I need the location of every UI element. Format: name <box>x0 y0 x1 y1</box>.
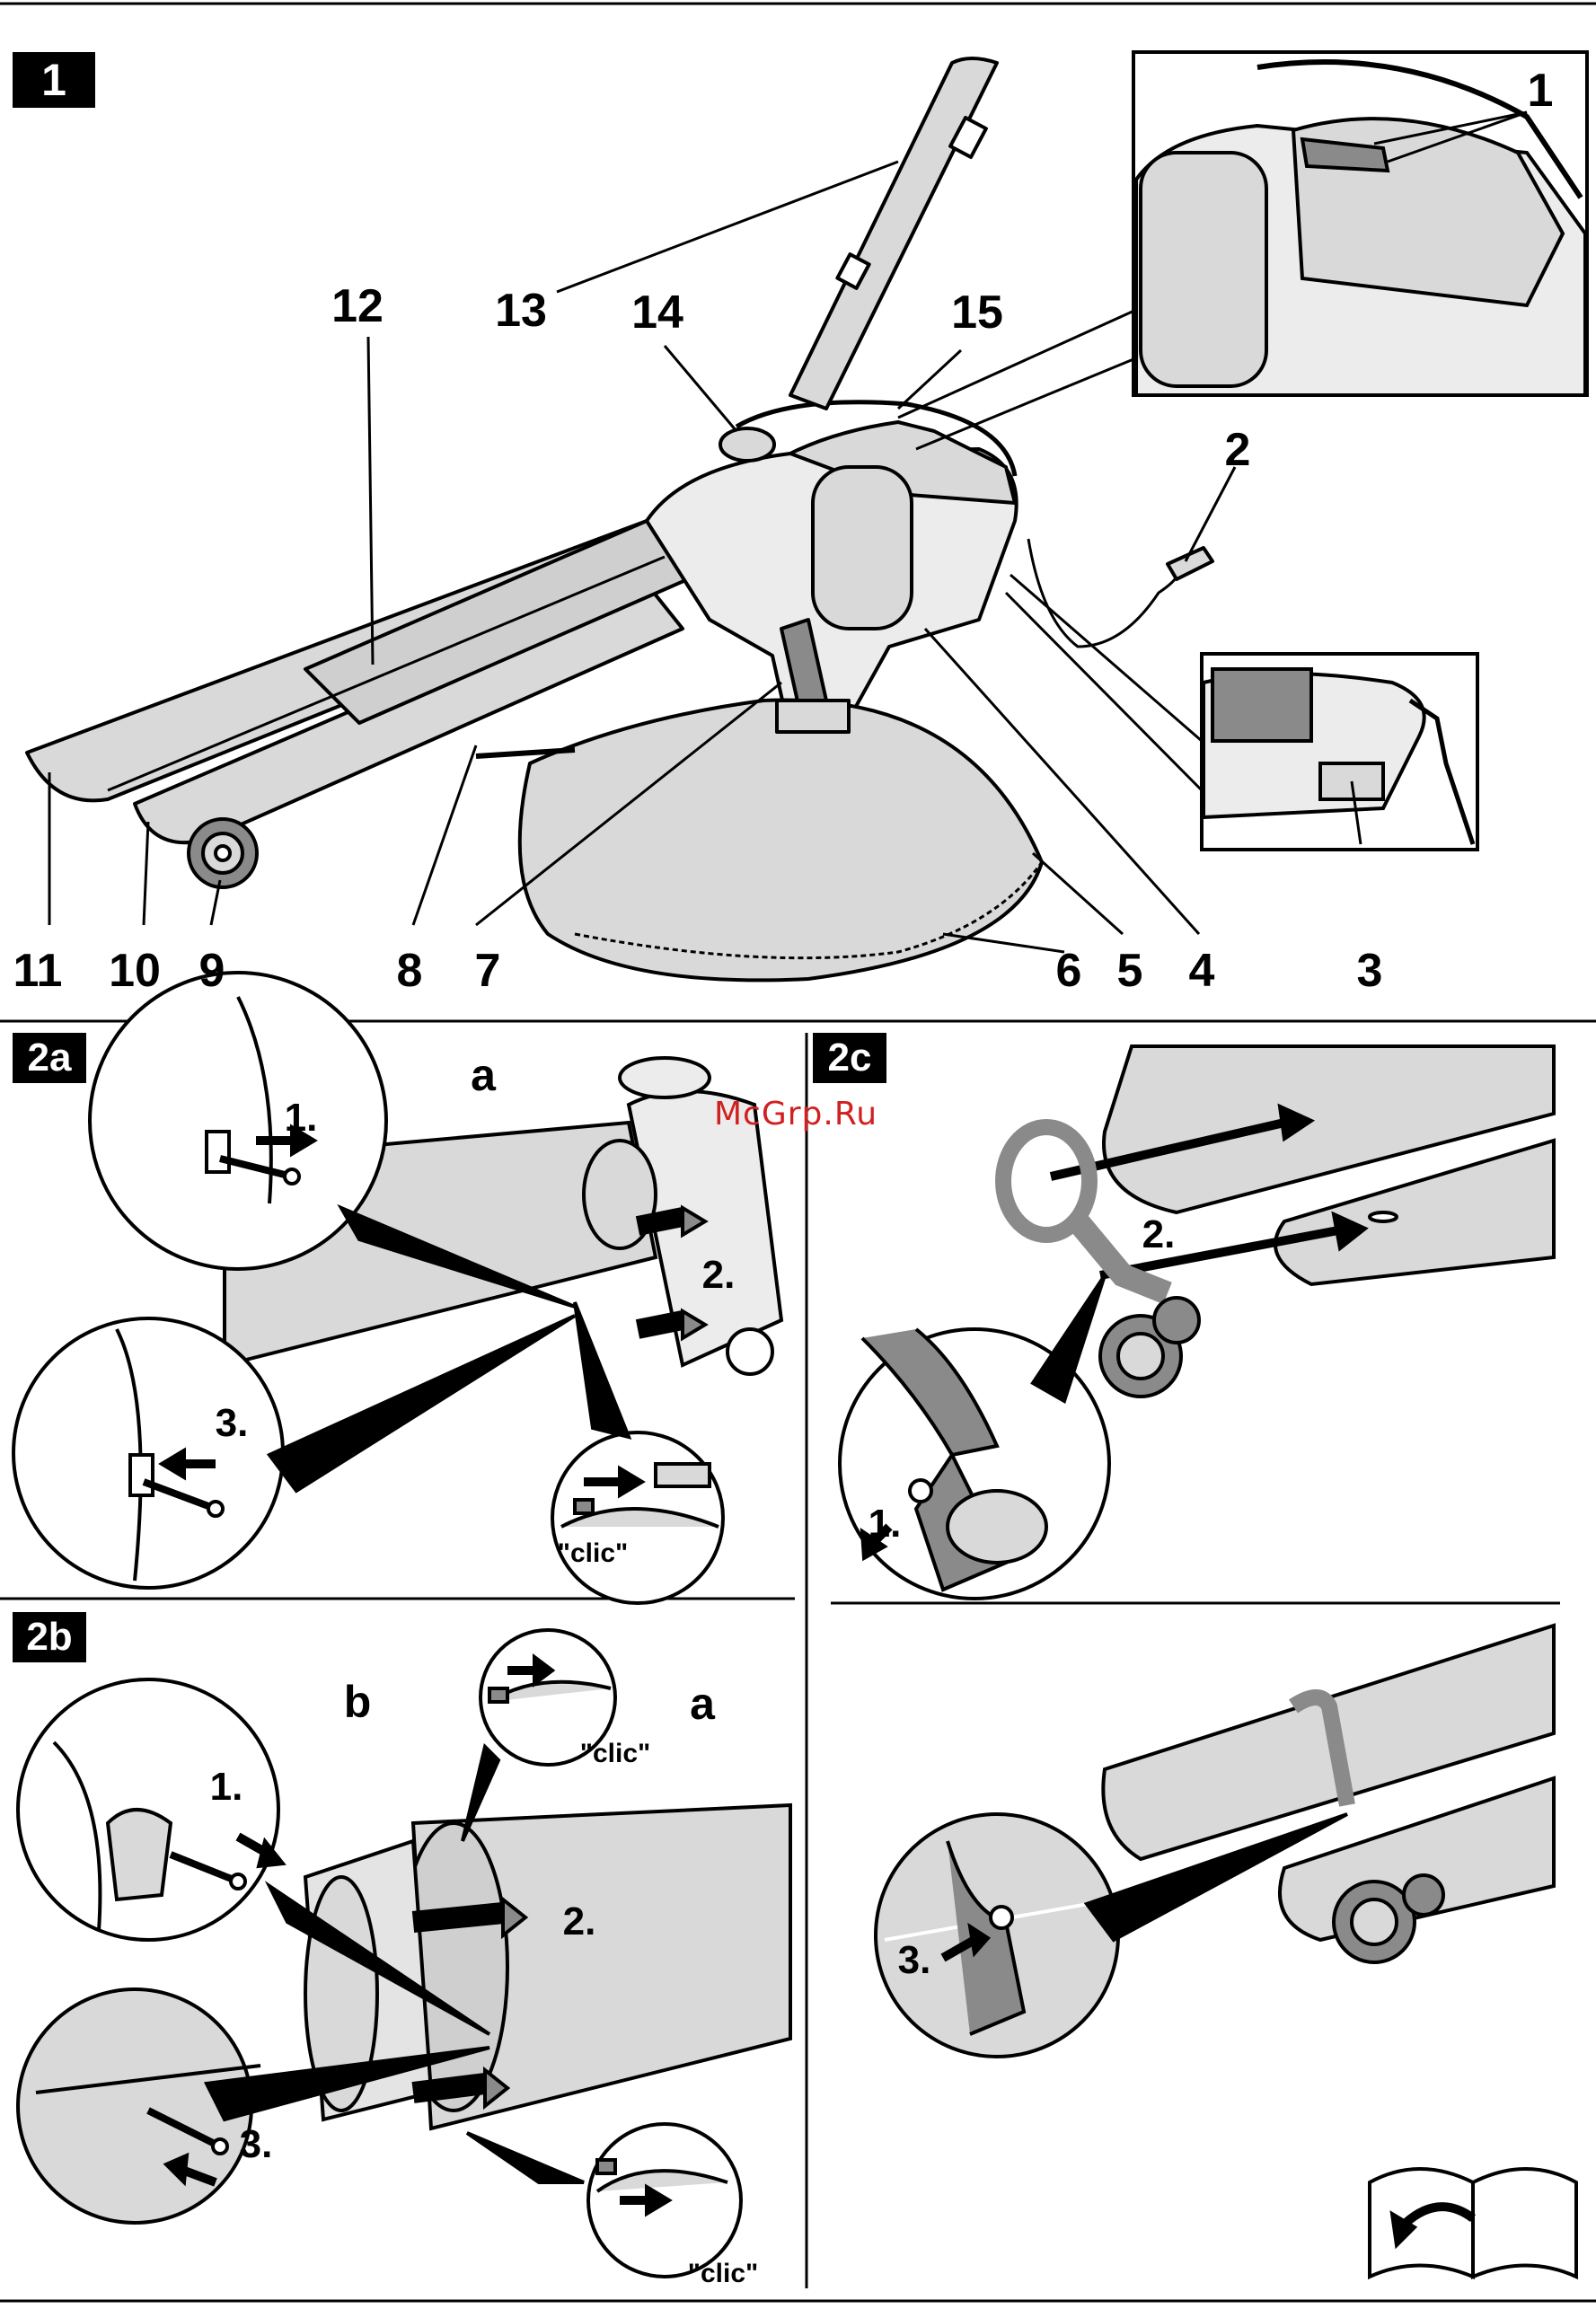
callout-13: 13 <box>495 287 547 334</box>
callout-7: 7 <box>475 947 501 994</box>
overview-blower <box>27 58 1212 980</box>
section-badge-1: 1 <box>13 52 95 108</box>
clic-label-2a: "clic" <box>558 1540 629 1567</box>
step-2c-1: 1. <box>869 1504 902 1544</box>
step-2b-1: 1. <box>210 1767 243 1807</box>
book-icon <box>1370 2169 1576 2277</box>
clic-label-2b-top: "clic" <box>580 1741 651 1767</box>
callout-12: 12 <box>331 283 384 330</box>
callout-4: 4 <box>1189 947 1215 994</box>
section-badge-2a: 2a <box>13 1033 86 1083</box>
label-a-2b: a <box>690 1681 715 1726</box>
inset-trigger <box>898 52 1587 449</box>
step-2c-3: 3. <box>898 1941 931 1980</box>
callout-5: 5 <box>1117 947 1143 994</box>
step-2b-2: 2. <box>563 1902 596 1942</box>
callout-3: 3 <box>1357 947 1383 994</box>
step-2a-illustration <box>13 973 781 1603</box>
callout-2: 2 <box>1225 427 1251 473</box>
step-2a-2: 2. <box>702 1256 736 1295</box>
callout-15: 15 <box>951 289 1003 336</box>
callout-10: 10 <box>109 947 161 994</box>
callout-6: 6 <box>1056 947 1082 994</box>
label-b-2b: b <box>344 1679 372 1724</box>
callout-8: 8 <box>397 947 423 994</box>
inset-switch <box>1006 575 1477 850</box>
step-2a-1: 1. <box>285 1098 318 1138</box>
step-2c-2: 2. <box>1142 1215 1176 1255</box>
step-2a-3: 3. <box>216 1404 249 1443</box>
callout-9: 9 <box>199 947 225 994</box>
step-2c-top-illustration <box>840 1046 1554 1599</box>
callout-11: 11 <box>13 947 63 994</box>
watermark: McGrp.Ru <box>714 1096 877 1132</box>
callout-1: 1 <box>1528 67 1554 114</box>
step-2b-3: 3. <box>240 2125 273 2164</box>
clic-label-2b-bottom: "clic" <box>688 2261 759 2287</box>
step-2b-illustration <box>18 1630 790 2277</box>
step-2c-bottom-illustration <box>876 1626 1554 2057</box>
section-badge-2c: 2c <box>813 1033 886 1083</box>
label-a-2a: a <box>471 1053 496 1097</box>
callout-14: 14 <box>631 289 683 336</box>
section-badge-2b: 2b <box>13 1612 86 1662</box>
